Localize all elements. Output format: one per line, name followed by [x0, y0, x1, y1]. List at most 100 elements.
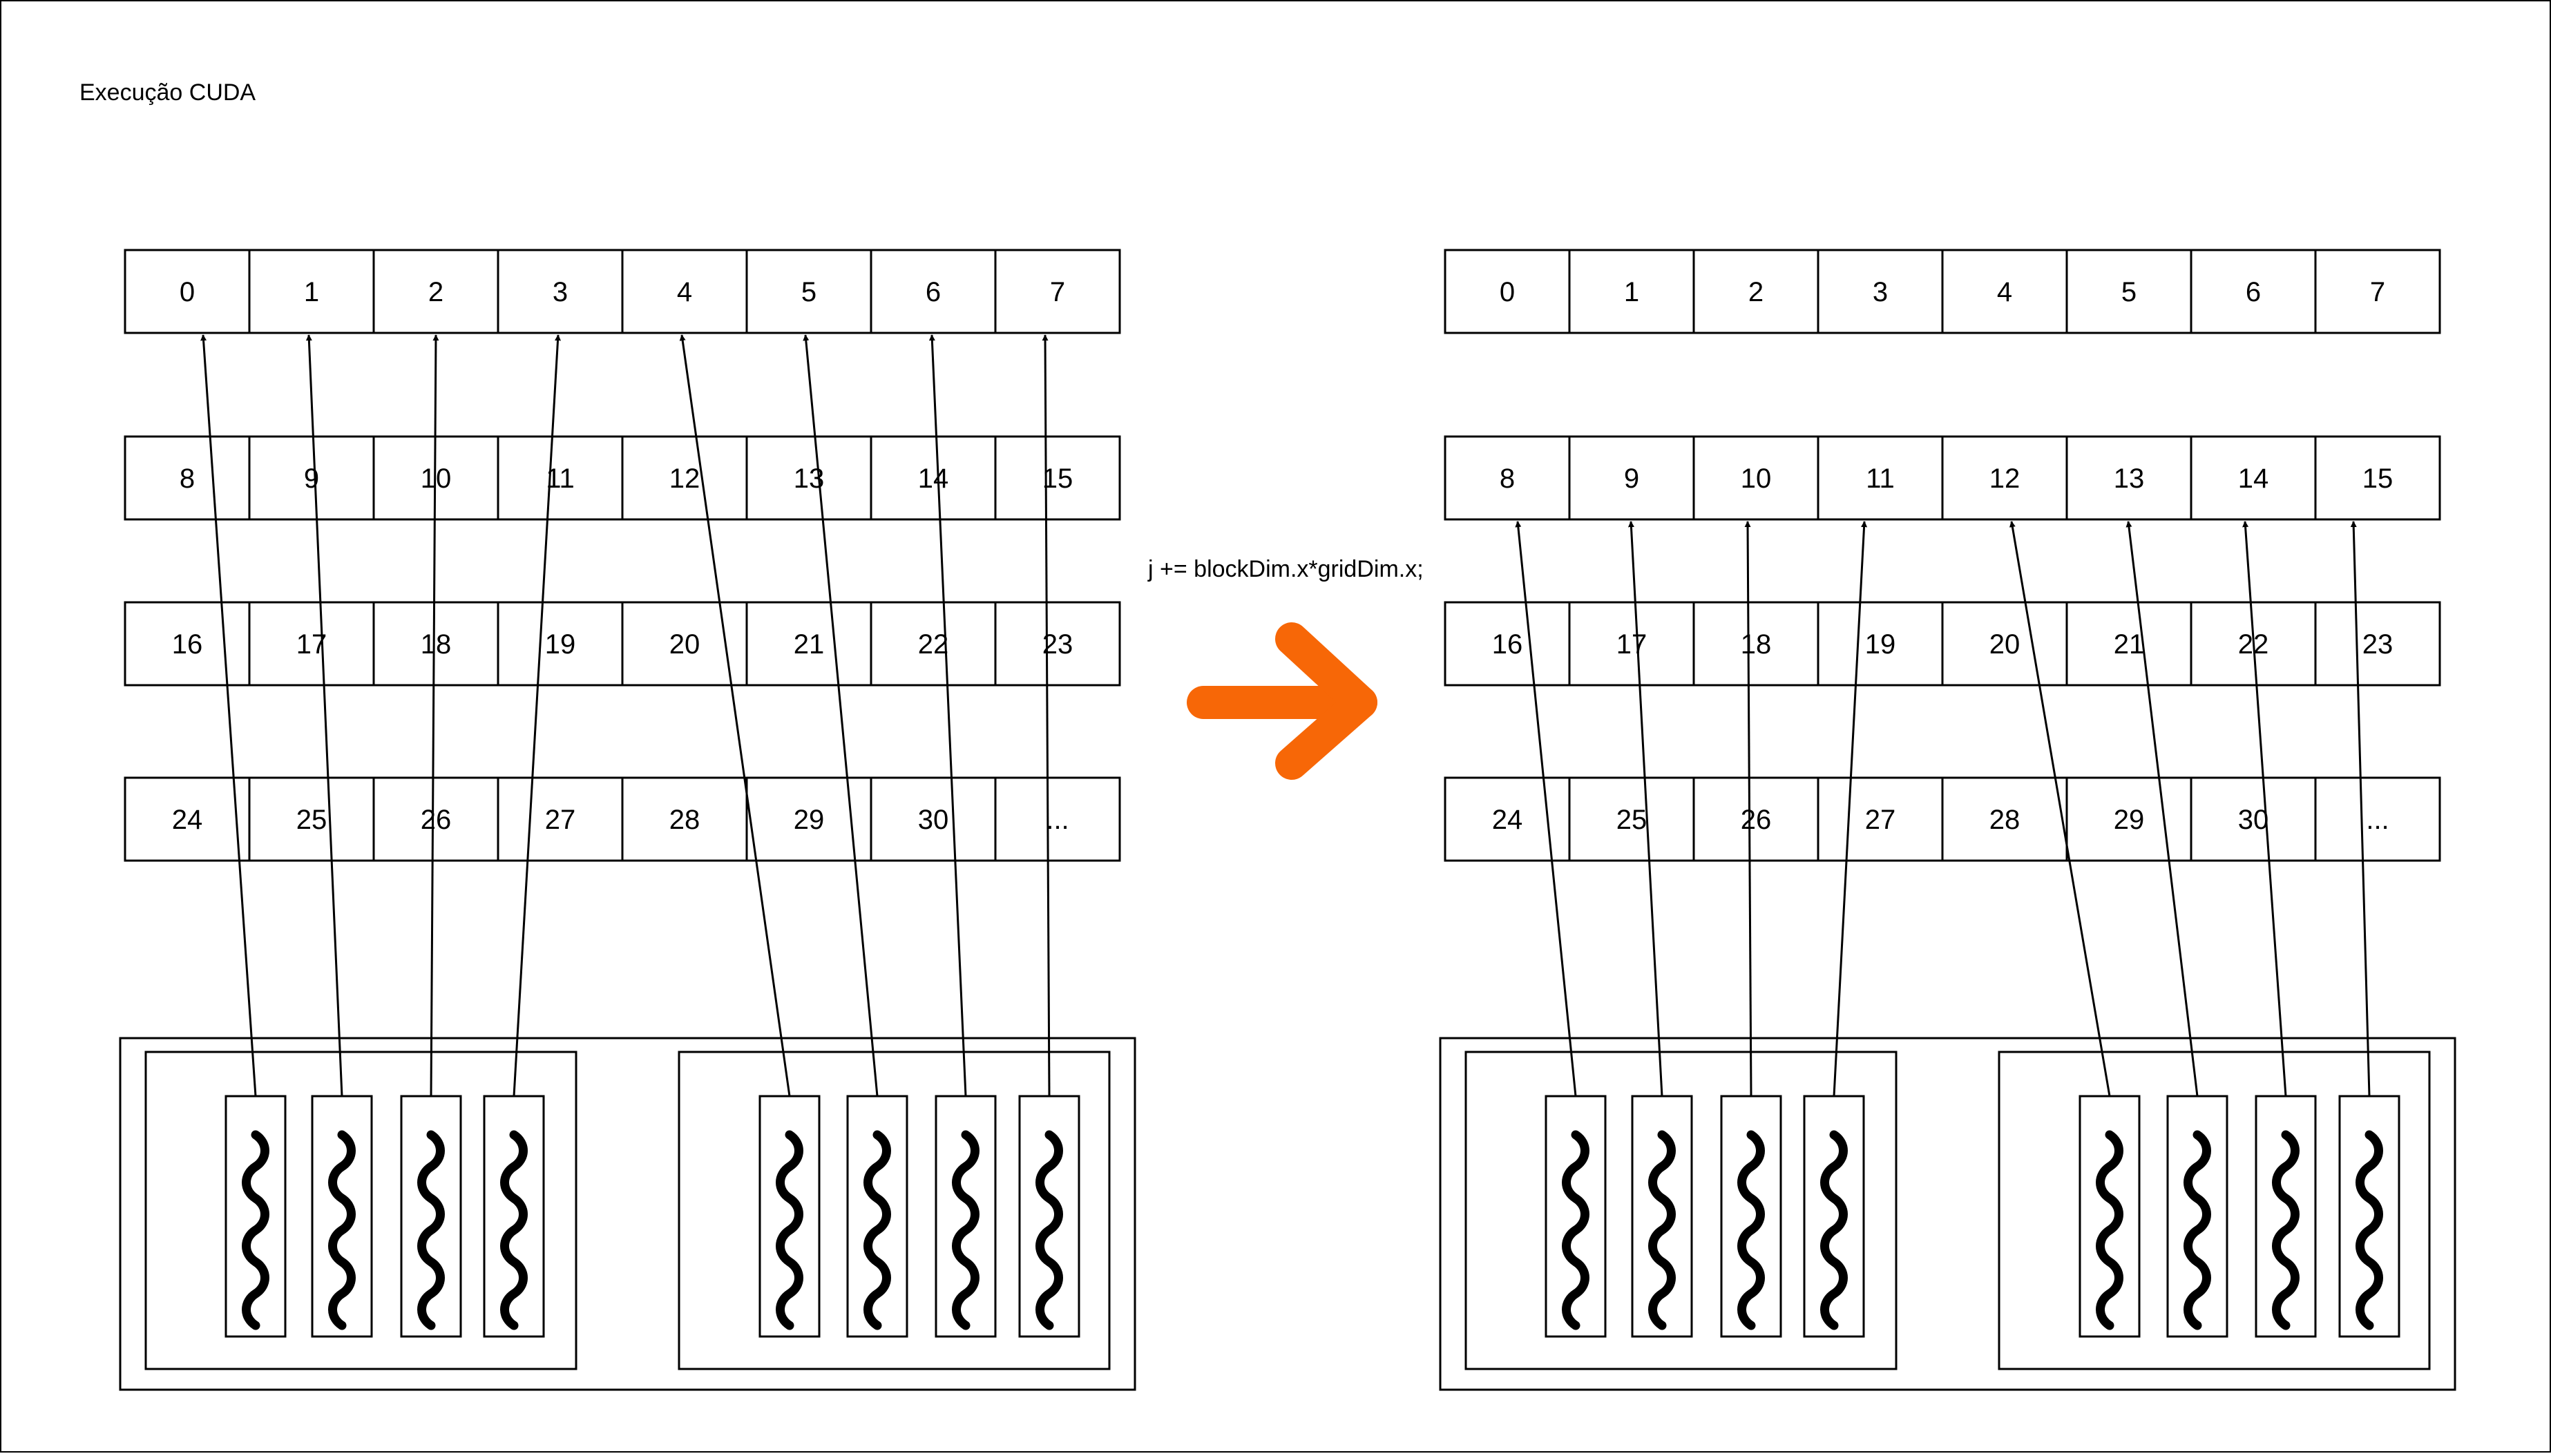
loop-cell-value: 11 [1866, 463, 1895, 494]
loop-cell [1941, 776, 2068, 862]
thread [311, 1095, 373, 1338]
thread-arrow [1627, 521, 1663, 1097]
loop-cell-value: 0 [1500, 277, 1515, 307]
wavy-thread-icon [1648, 1130, 1676, 1330]
loop-cell [2190, 249, 2317, 334]
loop-cell-value: 4 [677, 277, 692, 307]
loop-cell [2314, 776, 2441, 862]
loop-cell [124, 601, 251, 687]
loop-cell-value: 14 [918, 463, 949, 494]
loop-cell-value: 18 [421, 629, 452, 660]
loop-cell-value: 24 [1492, 805, 1523, 835]
loop-cell-value: 12 [669, 463, 700, 494]
thread-arrow [2350, 521, 2371, 1097]
loop-cell [497, 435, 624, 521]
thread-arrow [513, 334, 562, 1097]
loop-cell-value: 5 [2121, 277, 2137, 307]
thread-arrow [2242, 521, 2287, 1097]
thread [2079, 1095, 2141, 1338]
block-container [144, 1051, 577, 1370]
thread [1631, 1095, 1693, 1338]
loop-cell-value: 7 [2370, 277, 2385, 307]
loop-cell-value: 8 [180, 463, 195, 494]
thread [2338, 1095, 2400, 1338]
wavy-thread-icon [500, 1130, 528, 1330]
thread [1803, 1095, 1865, 1338]
wavy-thread-icon [1562, 1130, 1589, 1330]
loop-cell [1692, 601, 1819, 687]
loop-cell [1817, 249, 1944, 334]
thread [400, 1095, 462, 1338]
thread [1018, 1095, 1080, 1338]
loop-cell-value: 4 [1997, 277, 2012, 307]
loop-cell-value: 19 [1865, 629, 1896, 660]
block-container [1464, 1051, 1898, 1370]
orange-arrow-icon [1187, 622, 1377, 780]
wavy-thread-icon [2356, 1130, 2383, 1330]
thread [224, 1095, 287, 1338]
thread [935, 1095, 997, 1338]
wavy-thread-icon [1820, 1130, 1848, 1330]
grid-container [119, 1037, 1136, 1391]
loop-cell [2065, 249, 2192, 334]
loop-cell [372, 601, 499, 687]
loop-cell [1444, 435, 1571, 521]
loop-cell-value: 9 [1624, 463, 1639, 494]
loop-cell [994, 776, 1121, 862]
loop-cell-value: 21 [794, 629, 825, 660]
loop-cell [124, 249, 251, 334]
loop-cell [1941, 249, 2068, 334]
thread [846, 1095, 908, 1338]
loop-cell [372, 776, 499, 862]
loop-cell-value: 16 [172, 629, 203, 660]
panel-before: 0123456789101112131415161718192021222324… [119, 249, 1136, 1391]
block-container [1998, 1051, 2431, 1370]
loop-cell-value: 2 [428, 277, 443, 307]
thread [2166, 1095, 2228, 1338]
loop-cell-value: 1 [1624, 277, 1639, 307]
loop-cell [745, 249, 872, 334]
loop-cell-value: 21 [2114, 629, 2145, 660]
loop-cell-value: 26 [1741, 805, 1772, 835]
loop-cell-value: 12 [1989, 463, 2020, 494]
loop-cell-value: 0 [180, 277, 195, 307]
wavy-thread-icon [328, 1130, 356, 1330]
loop-cell [1444, 249, 1571, 334]
loop-cell-value: 20 [669, 629, 700, 660]
loop-cell-value: 26 [421, 805, 452, 835]
loop-cell [870, 601, 997, 687]
loop-cell-value: 3 [553, 277, 568, 307]
loop-cell-value: 15 [1042, 463, 1073, 494]
loop-cell [1568, 776, 1695, 862]
loop-cell [1568, 249, 1695, 334]
thread-arrow [1042, 334, 1051, 1097]
transition-code: j += blockDim.x*gridDim.x; [1147, 556, 1424, 582]
loop-cell [2190, 435, 2317, 521]
loop-cell [2314, 249, 2441, 334]
loop-cell-value: 8 [1500, 463, 1515, 494]
loop-cell [124, 776, 251, 862]
loop-cell-value: ... [2366, 805, 2389, 835]
loop-cell [621, 435, 748, 521]
loop-cell-value: 22 [918, 629, 949, 660]
loop-cell-value: 30 [2238, 805, 2269, 835]
loop-cell-value: 27 [1865, 805, 1896, 835]
loop-cell-value: 5 [801, 277, 816, 307]
thread-arrow [200, 334, 257, 1097]
panel-after: 0123456789101112131415161718192021222324… [1439, 249, 2456, 1391]
thread-arrow [1744, 521, 1752, 1097]
loop-cell [1941, 435, 2068, 521]
loop-cell [1444, 601, 1571, 687]
loop-cell [994, 249, 1121, 334]
loop-cell [870, 435, 997, 521]
loop-cell [248, 601, 375, 687]
thread-arrow [928, 334, 967, 1097]
loop-cell [1692, 435, 1819, 521]
wavy-thread-icon [2184, 1130, 2211, 1330]
thread-arrow [803, 334, 879, 1097]
